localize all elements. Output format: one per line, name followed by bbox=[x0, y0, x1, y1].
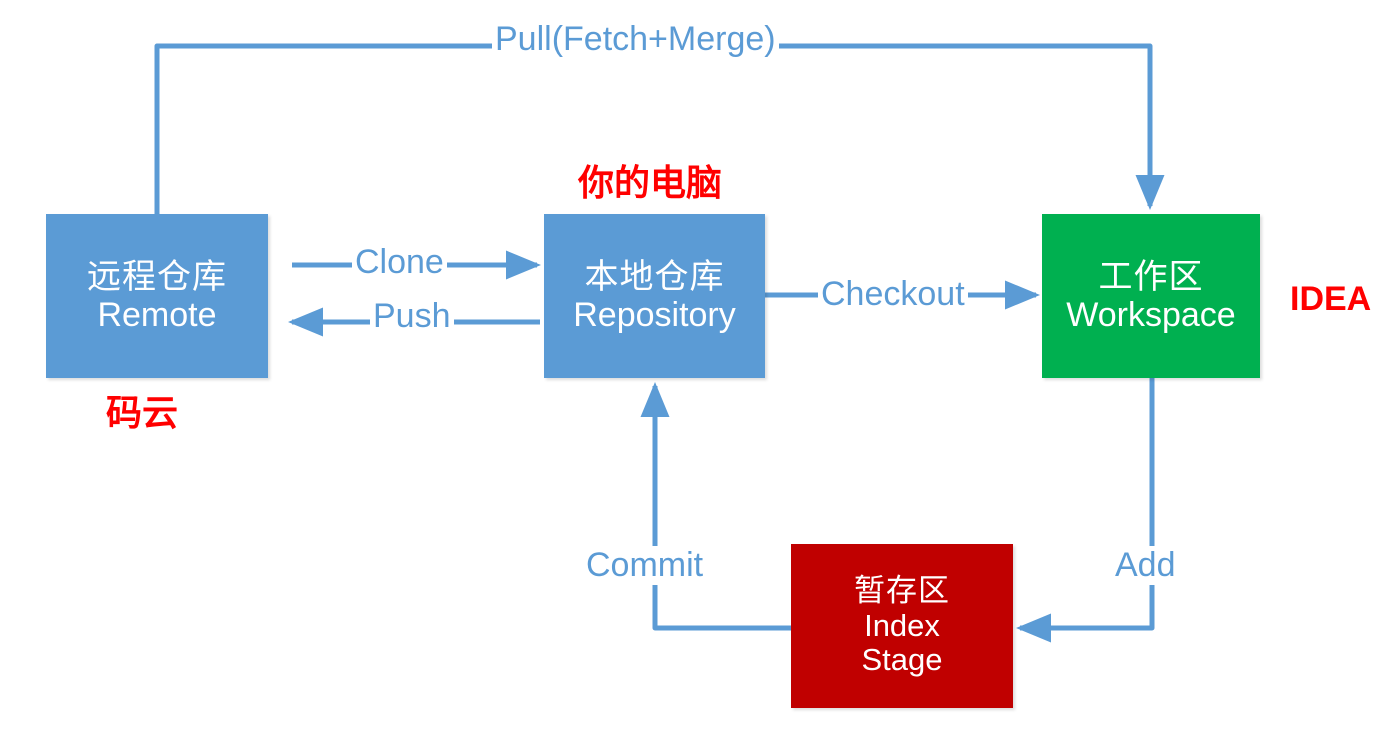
edge-add bbox=[1015, 378, 1155, 643]
edge-label-add: Add bbox=[1112, 546, 1179, 585]
node-index-label-cn: 暂存区 bbox=[854, 572, 950, 608]
annotation-your-computer: 你的电脑 bbox=[578, 162, 723, 204]
edge-label-push: Push bbox=[370, 297, 454, 336]
edge-label-commit: Commit bbox=[583, 546, 707, 585]
edge-label-pull: Pull(Fetch+Merge) bbox=[492, 20, 779, 59]
edge-label-checkout: Checkout bbox=[818, 275, 968, 314]
node-index-label-en2: Stage bbox=[861, 642, 943, 678]
annotation-gitee: 码云 bbox=[106, 392, 179, 434]
node-index[interactable]: 暂存区 Index Stage bbox=[791, 544, 1013, 708]
edge-label-clone: Clone bbox=[352, 243, 447, 282]
annotation-idea: IDEA bbox=[1290, 280, 1372, 318]
node-workspace[interactable]: 工作区 Workspace bbox=[1042, 214, 1260, 378]
node-repository[interactable]: 本地仓库 Repository bbox=[544, 214, 765, 378]
node-repository-label-cn: 本地仓库 bbox=[584, 257, 725, 296]
node-remote-label-en: Remote bbox=[97, 296, 217, 334]
node-workspace-label-cn: 工作区 bbox=[1098, 257, 1204, 296]
node-remote[interactable]: 远程仓库 Remote bbox=[46, 214, 268, 378]
node-remote-label-cn: 远程仓库 bbox=[87, 257, 227, 296]
node-workspace-label-en: Workspace bbox=[1066, 296, 1236, 334]
edge-commit bbox=[640, 381, 791, 631]
node-index-label-en: Index bbox=[864, 607, 940, 643]
node-repository-label-en: Repository bbox=[573, 296, 736, 334]
